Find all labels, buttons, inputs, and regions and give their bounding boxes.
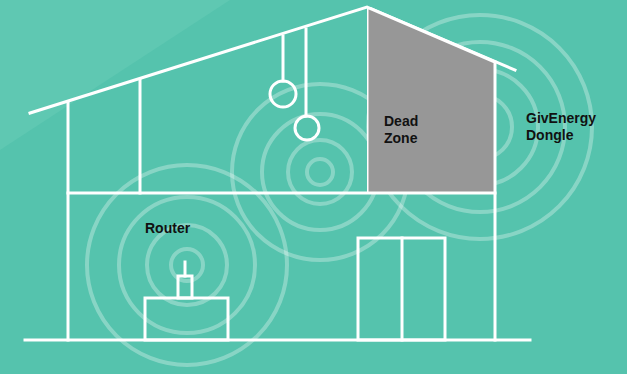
region-shape: [367, 7, 495, 193]
wifi-rings: [87, 15, 592, 365]
region-label: Dead Zone: [384, 113, 436, 147]
background-band: [0, 0, 230, 150]
house-outline: [25, 7, 530, 340]
router-label: Router: [145, 220, 225, 237]
dead-zone-region: Dead Zone: [367, 7, 495, 193]
dongle-label: GivEnergy Dongle: [526, 110, 622, 144]
region-fill: [367, 7, 495, 193]
